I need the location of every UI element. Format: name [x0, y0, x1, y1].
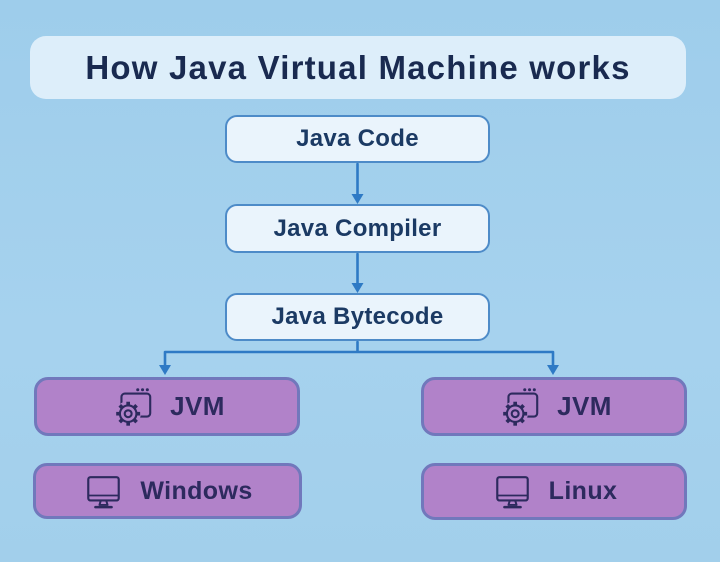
- monitor-icon: [82, 470, 125, 513]
- node-jvm-windows: JVM: [34, 377, 300, 436]
- arrowhead-down-icon: [547, 365, 559, 375]
- arrowhead-down-icon: [159, 365, 171, 375]
- jvm-right-label: JVM: [557, 391, 612, 421]
- arrowhead-down-icon: [351, 194, 364, 204]
- diagram-title-panel: How Java Virtual Machine works: [30, 36, 686, 99]
- node-jvm-linux: JVM: [421, 377, 687, 436]
- node-java-code-label: Java Code: [296, 125, 419, 152]
- os-windows-label: Windows: [140, 476, 253, 505]
- node-os-windows: Windows: [33, 463, 302, 519]
- node-os-linux: Linux: [421, 463, 687, 520]
- gear-window-icon: [109, 384, 155, 430]
- os-linux-label: Linux: [548, 477, 618, 505]
- node-java-bytecode: Java Bytecode: [225, 293, 490, 341]
- page-title: How Java Virtual Machine works: [85, 48, 631, 86]
- monitor-icon: [491, 470, 534, 513]
- arrowhead-down-icon: [351, 283, 364, 293]
- node-java-bytecode-label: Java Bytecode: [271, 303, 444, 330]
- branch-connector-line: [163, 340, 555, 368]
- jvm-left-label: JVM: [170, 391, 225, 421]
- node-java-code: Java Code: [225, 115, 490, 163]
- node-java-compiler: Java Compiler: [225, 204, 490, 253]
- node-java-compiler-label: Java Compiler: [273, 214, 442, 242]
- gear-window-icon: [496, 384, 542, 430]
